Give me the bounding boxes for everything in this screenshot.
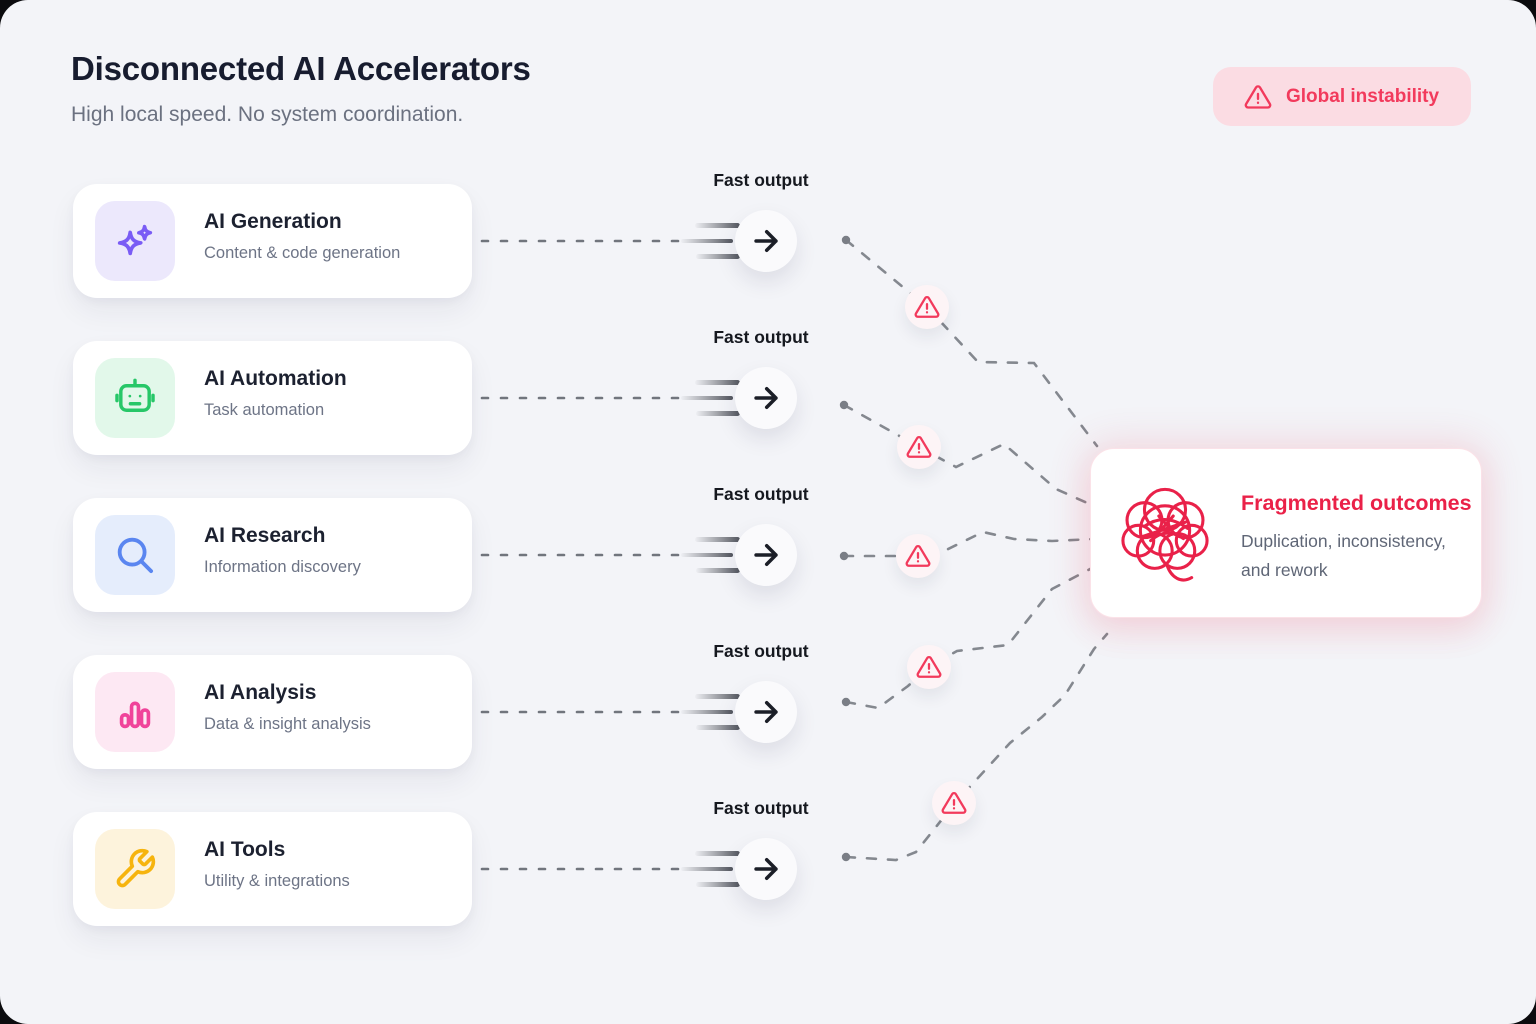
search-icon	[117, 537, 154, 574]
fast-output-arrow	[735, 367, 797, 429]
speed-line	[696, 725, 740, 730]
speed-line	[681, 238, 733, 243]
accelerator-card-research: AI Research Information discovery	[73, 498, 472, 612]
accelerator-name: AI Analysis	[204, 681, 317, 704]
speed-line	[695, 380, 740, 385]
icon-box	[95, 201, 175, 281]
arrow-right-icon	[754, 544, 778, 566]
speed-line	[681, 552, 733, 557]
robot-icon	[115, 378, 155, 412]
speed-line	[681, 866, 733, 871]
page-subtitle: High local speed. No system coordination…	[71, 103, 464, 126]
warning-icon	[914, 296, 940, 318]
accelerator-card-automation: AI Automation Task automation	[73, 341, 472, 455]
accelerator-card-tools: AI Tools Utility & integrations	[73, 812, 472, 926]
fast-output-label: Fast output	[713, 170, 809, 190]
icon-box	[95, 515, 175, 595]
speed-line	[695, 537, 740, 542]
warning-icon	[1244, 84, 1272, 109]
warning-badge	[905, 285, 949, 329]
fast-output-arrow	[735, 838, 797, 900]
connector-start-dots	[839, 235, 851, 862]
global-instability-badge: Global instability	[1213, 67, 1471, 126]
speed-line	[696, 254, 740, 259]
warning-icon	[916, 656, 942, 678]
warning-badge	[897, 425, 941, 469]
accelerator-description: Task automation	[204, 401, 325, 419]
accelerator-description: Content & code generation	[204, 244, 401, 262]
wrench-icon	[116, 848, 156, 888]
arrow-right-icon	[754, 858, 778, 880]
page-title: Disconnected AI Accelerators	[71, 50, 531, 87]
icon-box	[95, 672, 175, 752]
warning-icon	[906, 436, 932, 458]
accelerator-description: Utility & integrations	[204, 872, 350, 890]
speed-line	[681, 395, 733, 400]
fast-output-arrow	[735, 524, 797, 586]
arrow-right-icon	[754, 387, 778, 409]
speed-line	[681, 709, 733, 714]
accelerator-card-generation: AI Generation Content & code generation	[73, 184, 472, 298]
warning-badge	[932, 781, 976, 825]
accelerator-name: AI Tools	[204, 838, 286, 861]
accelerator-name: AI Research	[204, 524, 326, 547]
accelerator-name: AI Generation	[204, 210, 342, 233]
fast-output-arrow	[735, 210, 797, 272]
speed-line	[695, 694, 740, 699]
global-instability-label: Global instability	[1286, 85, 1440, 107]
speed-line	[695, 851, 740, 856]
accelerator-description: Information discovery	[204, 558, 361, 576]
arrow-right-icon	[754, 701, 778, 723]
icon-box	[95, 358, 175, 438]
fragmented-outcomes-card: Fragmented outcomes Duplication, inconsi…	[1090, 448, 1482, 618]
speed-line	[696, 882, 740, 887]
fast-output-label: Fast output	[713, 798, 809, 818]
warning-badge	[896, 534, 940, 578]
arrow-right-icon	[754, 230, 778, 252]
sparkles-icon	[117, 224, 153, 256]
accelerator-name: AI Automation	[204, 367, 347, 390]
tangle-icon	[1113, 475, 1217, 598]
outcome-description: Duplication, inconsistency, and rework	[1241, 531, 1446, 580]
speed-line	[695, 223, 740, 228]
fast-output-label: Fast output	[713, 327, 809, 347]
accelerator-card-analysis: AI Analysis Data & insight analysis	[73, 655, 472, 769]
fast-output-arrow	[735, 681, 797, 743]
fast-output-label: Fast output	[713, 484, 809, 504]
accelerator-description: Data & insight analysis	[204, 715, 371, 733]
warning-icon	[941, 792, 967, 814]
speed-line	[696, 411, 740, 416]
icon-box	[95, 829, 175, 909]
outcome-title: Fragmented outcomes	[1241, 491, 1472, 515]
warning-badge	[907, 645, 951, 689]
warning-icon	[905, 545, 931, 567]
bar-chart-icon	[119, 701, 151, 729]
fast-output-label: Fast output	[713, 641, 809, 661]
speed-line	[696, 568, 740, 573]
